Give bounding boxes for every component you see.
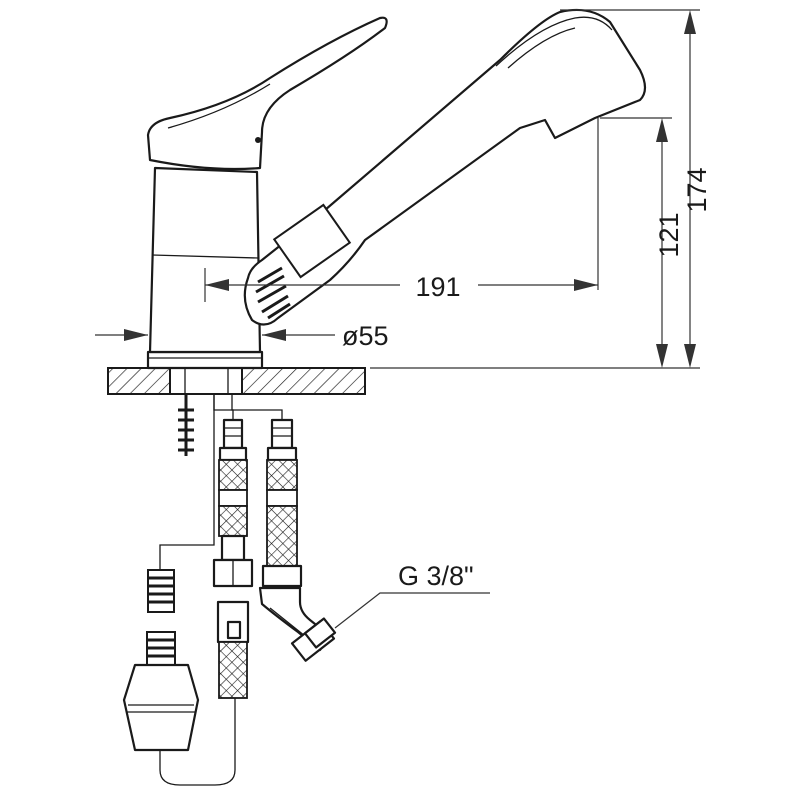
total-height-label: 174 [682,167,712,212]
dimension-lines [95,9,700,629]
base-ring [146,350,264,370]
base-diameter-label: ø55 [342,321,389,351]
faucet-body [148,166,262,354]
mounting-stud [178,394,194,456]
spout-reach-label: 191 [415,272,460,302]
connection-thread-label: G 3/8" [398,561,474,591]
supply-hose-left [212,394,254,699]
pull-out-spout [243,8,647,326]
supply-hose-right [231,394,337,662]
countertop [107,367,366,395]
hose-weight [122,394,236,786]
handle-lever [146,16,388,171]
spout-height-label: 121 [654,212,684,257]
